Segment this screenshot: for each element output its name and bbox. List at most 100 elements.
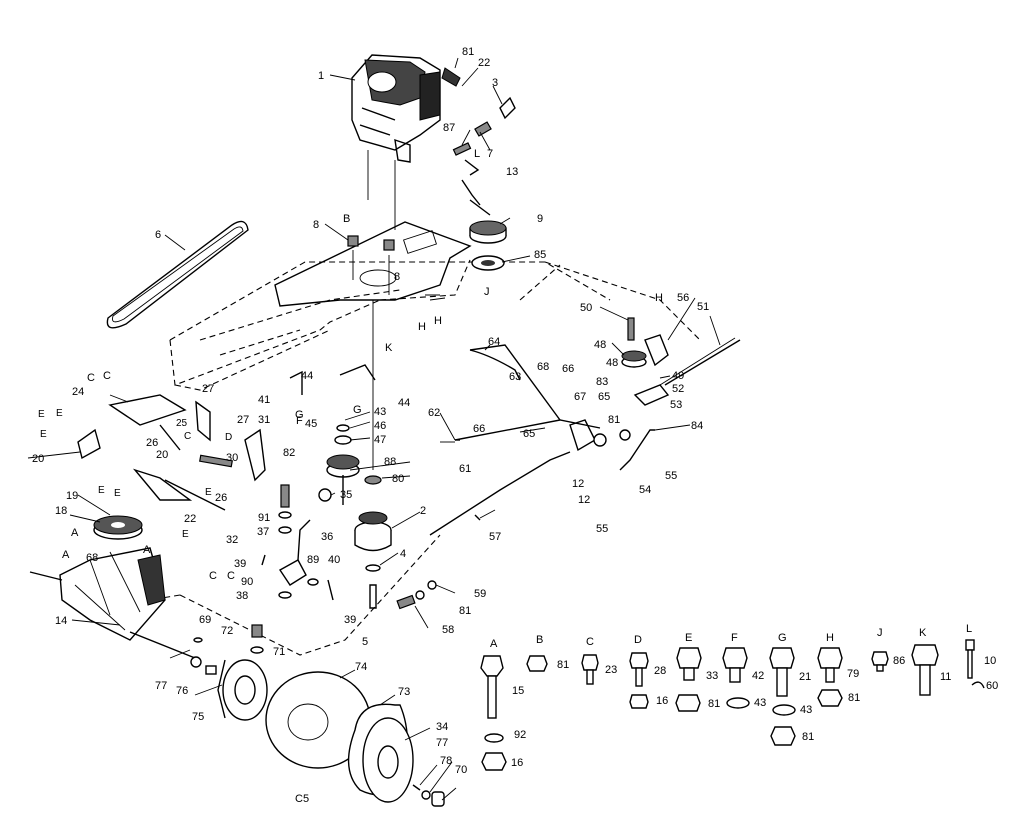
callout: 48 bbox=[594, 339, 606, 351]
callout: 12 bbox=[572, 478, 584, 490]
callout: 31 bbox=[258, 414, 270, 426]
callout: D bbox=[225, 432, 232, 443]
hardware-labels: A 15 92 16 B 81 C 23 D 28 16 E 33 81 F 4… bbox=[490, 623, 998, 769]
callout: 52 bbox=[672, 383, 684, 395]
callout: 1 bbox=[318, 70, 324, 82]
callout: 81 bbox=[459, 605, 471, 617]
callout: 48 bbox=[606, 357, 618, 369]
callout: 26 bbox=[215, 492, 227, 504]
hw-number: 11 bbox=[940, 671, 951, 683]
hw-letter: D bbox=[634, 634, 642, 646]
callout: 36 bbox=[321, 531, 333, 543]
hw-number: 15 bbox=[512, 685, 524, 697]
callout: H bbox=[655, 292, 663, 304]
hw-number: 81 bbox=[708, 698, 720, 710]
callout: 69 bbox=[199, 614, 211, 626]
center-pulley-stack bbox=[326, 300, 392, 609]
idler-bracket bbox=[261, 484, 334, 601]
callout: E bbox=[38, 409, 45, 420]
callout: 66 bbox=[562, 363, 574, 375]
callout: 75 bbox=[192, 711, 204, 723]
callout: 27 bbox=[237, 414, 249, 426]
callout: C bbox=[184, 431, 191, 442]
callout: 12 bbox=[578, 494, 590, 506]
callout: 56 bbox=[677, 292, 689, 304]
callout: E bbox=[205, 487, 212, 498]
tire-74 bbox=[265, 671, 371, 769]
callout: 88 bbox=[384, 456, 396, 468]
callout: 20 bbox=[156, 449, 168, 461]
callout: H bbox=[418, 321, 426, 333]
callout: 65 bbox=[598, 391, 610, 403]
callout: 13 bbox=[506, 166, 518, 178]
hw-number: 28 bbox=[654, 665, 666, 677]
callout: 44 bbox=[398, 397, 410, 409]
callout: 76 bbox=[176, 685, 188, 697]
hw-number: 33 bbox=[706, 670, 718, 682]
callout-labels: 1 81 22 3 87 7 13 L 9 8 B 8 6 85 J H H K… bbox=[32, 46, 709, 805]
hw-letter: L bbox=[966, 623, 972, 635]
hw-number: 86 bbox=[893, 655, 905, 667]
callout: 38 bbox=[236, 590, 248, 602]
hw-number: 60 bbox=[986, 680, 998, 692]
callout: 57 bbox=[489, 531, 501, 543]
callout: J bbox=[484, 286, 490, 298]
callout: 83 bbox=[596, 376, 608, 388]
hw-number: 10 bbox=[984, 655, 996, 667]
callout: 65 bbox=[523, 428, 535, 440]
callout: 58 bbox=[442, 624, 454, 636]
hw-number: 79 bbox=[847, 668, 859, 680]
callout: 27 bbox=[202, 383, 214, 395]
callout: C bbox=[103, 370, 111, 382]
callout: 18 bbox=[55, 505, 67, 517]
callout: 50 bbox=[580, 302, 592, 314]
callout: 39 bbox=[234, 558, 246, 570]
callout: G bbox=[295, 409, 304, 421]
callout: 68 bbox=[537, 361, 549, 373]
hw-number: 81 bbox=[802, 731, 814, 743]
hw-number: 43 bbox=[800, 704, 812, 716]
callout: 5 bbox=[362, 636, 368, 648]
callout: 45 bbox=[305, 418, 317, 430]
callout: 72 bbox=[221, 625, 233, 637]
callout: 68 bbox=[86, 552, 98, 564]
callout: H bbox=[434, 315, 442, 327]
callout: 8 bbox=[394, 271, 400, 283]
callout: L bbox=[474, 148, 480, 160]
callout: 3 bbox=[492, 77, 498, 89]
callout: 63 bbox=[509, 371, 521, 383]
hw-number: 23 bbox=[605, 664, 617, 676]
callout: F bbox=[296, 415, 303, 427]
callout: 44 bbox=[301, 370, 313, 382]
callout: 49 bbox=[672, 370, 684, 382]
hw-number: 42 bbox=[752, 670, 764, 682]
callout: C bbox=[227, 570, 235, 582]
left-linkage bbox=[77, 364, 376, 511]
hw-letter: K bbox=[919, 627, 927, 639]
hw-letter: G bbox=[778, 632, 787, 644]
callout: 34 bbox=[436, 721, 448, 733]
callout: 70 bbox=[455, 764, 467, 776]
callout: 7 bbox=[487, 148, 493, 160]
callout: 81 bbox=[462, 46, 474, 58]
callout: 62 bbox=[428, 407, 440, 419]
callout: 61 bbox=[459, 463, 471, 475]
hw-number: 16 bbox=[511, 757, 523, 769]
callout: 14 bbox=[55, 615, 67, 627]
hw-number: 16 bbox=[656, 695, 668, 707]
callout: 41 bbox=[258, 394, 270, 406]
callout: 64 bbox=[488, 336, 500, 348]
mower-deck-plate bbox=[274, 221, 472, 307]
hw-letter: A bbox=[490, 638, 498, 650]
callout: E bbox=[114, 488, 121, 499]
drive-belt bbox=[106, 220, 249, 329]
callout: 77 bbox=[436, 737, 448, 749]
callout: 19 bbox=[66, 490, 78, 502]
hw-letter: F bbox=[731, 632, 738, 644]
callout: 67 bbox=[574, 391, 586, 403]
callout: 71 bbox=[273, 646, 285, 658]
engine-pulley bbox=[461, 179, 507, 271]
callout: 6 bbox=[155, 229, 161, 241]
figure-code: C5 bbox=[295, 793, 309, 805]
